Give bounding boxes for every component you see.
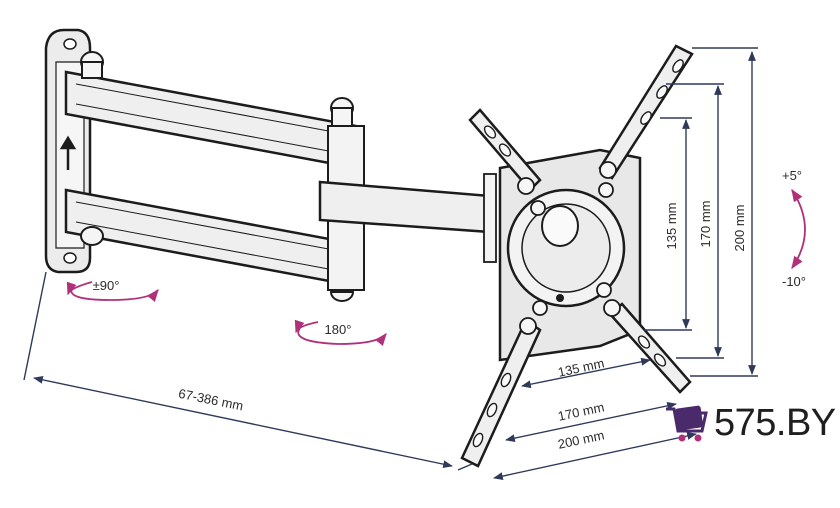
rotation-arrows [66,188,806,346]
label-total-reach: 67-386 mm [177,386,244,414]
shopping-cart-logo-icon [666,405,708,442]
connector-joint [318,125,497,291]
label-vertical-135: 135 mm [664,203,679,250]
arm-upper [64,51,358,170]
dimension-lines [23,47,758,480]
label-vertical-200: 200 mm [732,205,747,252]
label-tilt-down: -10° [782,274,806,289]
brand-logo: 575.BY [664,398,836,448]
label-vertical-170: 170 mm [698,201,713,248]
label-rotate: 180° [325,322,352,337]
label-horizontal-135: 135 mm [557,355,606,379]
up-arrow-icon [59,135,77,170]
label-horizontal-200: 200 mm [557,427,606,451]
brand-name: 575.BY [714,402,836,444]
label-swivel: ±90° [93,278,120,293]
label-tilt-up: +5° [782,168,802,183]
vesa-plate [460,44,694,468]
